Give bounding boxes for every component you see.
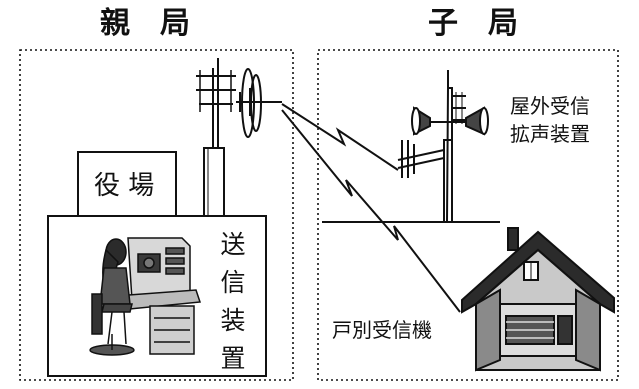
outdoor-speaker-tower — [322, 70, 500, 223]
child-station-frame — [317, 49, 619, 381]
house-illustration — [461, 227, 615, 372]
town-office-label: 役 場 — [94, 171, 155, 201]
town-office-box — [77, 151, 177, 221]
outdoor-speaker-label-line2: 拡声装置 — [510, 122, 590, 146]
parent-antenna-tower — [196, 58, 282, 221]
parent-station-header: 親 局 — [100, 6, 190, 41]
outdoor-speaker-label-line1: 屋外受信 — [510, 94, 590, 118]
home-receiver-label: 戸別受信機 — [332, 318, 432, 342]
console-operator-illustration — [89, 237, 202, 356]
parent-station-frame — [19, 49, 294, 381]
child-station-header: 子 局 — [428, 6, 518, 41]
transmitter-label: 送信装置 — [220, 230, 246, 373]
radio-waves — [281, 103, 461, 313]
